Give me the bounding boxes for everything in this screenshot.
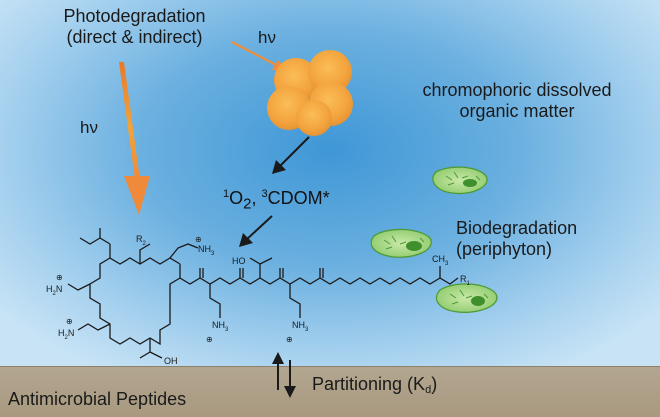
h2n-label-bottom: H2N [58,328,74,341]
sediment-layer [0,366,660,417]
reactive-species-label: 1O2, 3CDOM* [223,188,330,213]
oh-label: OH [164,356,178,366]
r1-label: R1 [460,274,471,287]
partitioning-label: Partitioning (Kd) [312,374,437,401]
antimicrobial-peptide-structure [67,228,459,359]
partitioning-close: ) [431,374,438,394]
singlet-oxygen-text: O [229,188,244,208]
cdom-cluster-icon [267,50,353,136]
plus-charge-right: ⊕ [286,335,293,344]
nh3-label-mid: NH3 [212,320,229,333]
singlet-oxygen-superscript: 1 [223,188,230,200]
cdom-line1: chromophoric dissolved [422,80,612,100]
photodegradation-line2: (direct & indirect) [66,27,203,47]
cdom-to-species-arrow [272,136,310,174]
r2-label: R2 [136,234,147,247]
hv-label-left: hν [80,118,98,137]
cdom-label: chromophoric dissolved organic matter [392,80,642,122]
ch3-label: CH3 [432,254,449,267]
species-comma: , [251,188,257,208]
species-to-peptide-arrow [239,215,273,247]
plus-charge-mid: ⊕ [206,335,213,344]
singlet-oxygen-subscript: 2 [243,195,252,213]
triplet-cdom-superscript: 3 [261,188,268,200]
hv-arrow-to-peptide [119,62,150,215]
hv-label-upper: hν [258,28,276,47]
nh3-label-right: NH3 [292,320,309,333]
antimicrobial-peptides-label: Antimicrobial Peptides [8,389,187,409]
algae-cell-3 [435,283,498,313]
structure-labels: R2 NH3 ⊕ H2N ⊕ H2N ⊕ HO OH NH3 ⊕ NH3 ⊕ C… [46,234,471,366]
h2n-label-left: H2N [46,284,62,297]
photodegradation-label: Photodegradation (direct & indirect) [52,6,217,48]
nh3-label-top: NH3 [198,244,215,257]
biodegradation-label: Biodegradation (periphyton) [456,218,577,260]
photodegradation-line1: Photodegradation [63,6,206,26]
algae-cell-1 [432,166,488,195]
partitioning-text: Partitioning (K [312,374,426,394]
cdom-line2: organic matter [459,101,575,121]
biodegradation-line2: (periphyton) [456,239,553,259]
biodegradation-line1: Biodegradation [456,218,578,238]
partitioning-subscript: d [425,384,432,396]
plus-charge-top: ⊕ [195,235,202,244]
ho-label: HO [232,256,246,266]
algae-cell-2 [370,228,432,258]
partitioning-arrows [272,352,296,398]
triplet-cdom-text: CDOM* [267,188,330,208]
plus-charge-left: ⊕ [56,273,63,282]
plus-charge-bottom: ⊕ [66,317,73,326]
